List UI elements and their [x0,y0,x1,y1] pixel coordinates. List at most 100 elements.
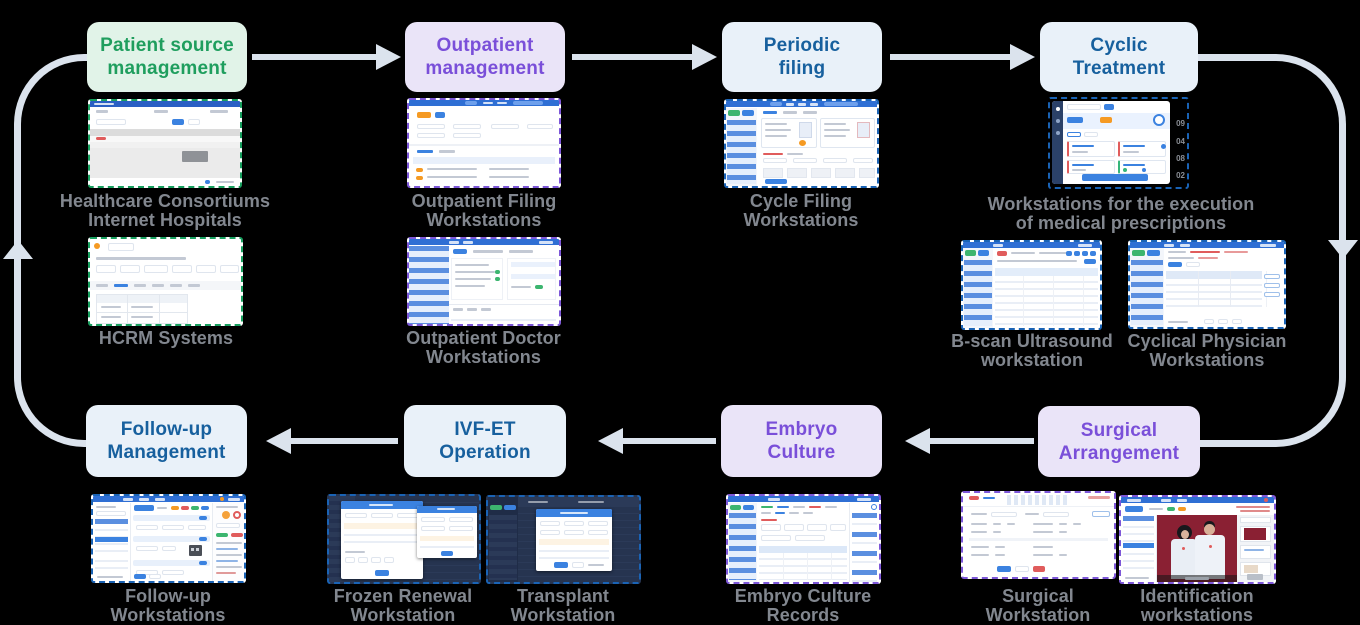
mini-sidebar [726,108,757,186]
mini-patient-list [93,503,131,581]
mini-dialog-secondary [417,506,477,558]
caption-hcrm-systems: HCRM Systems [98,328,234,348]
mini-main [757,108,877,186]
screenshot-outpatient-filing [407,98,561,188]
arrow-right-icon [1010,44,1035,70]
stage-title: Embryo Culture [765,419,838,463]
mini-main [757,503,849,582]
stage-box-ivf-et-operation: IVF-ET Operation [404,405,566,477]
caption-outpatient-doctor: Outpatient Doctor Workstations [406,328,561,367]
arrow-left-icon [598,428,623,454]
caption-cycle-filing: Cycle Filing Workstations [743,191,859,230]
screenshot-surgical [961,491,1116,579]
mini-titlebar [1130,242,1284,248]
arrow-shaft [290,438,398,444]
mini-dialog [536,509,612,571]
mini-dark-header [518,497,639,507]
caption-transplant: Transplant Workstation [510,586,616,625]
stage-title: Follow-up Management [107,419,226,463]
screenshot-transplant [486,495,641,584]
mini-person-woman-body [1171,539,1197,579]
stage-title: Surgical Arrangement [1058,419,1180,464]
mini-titlebar [93,496,244,502]
mini-photo-area [1157,515,1237,582]
screenshot-cyclical-physician [1128,240,1286,329]
stage-box-patient-source: Patient source management [87,22,247,92]
arrow-right-icon [376,44,401,70]
arrow-right-icon [692,44,717,70]
mini-toolbar [1121,504,1274,515]
arrow-shaft [622,438,716,444]
stage-box-surgical-arrangement: Surgical Arrangement [1038,406,1200,477]
caption-identification: Identification workstations [1140,586,1254,625]
mini-form-panel [131,503,212,581]
mini-main [449,246,559,324]
mini-titlebar [409,100,559,107]
mini-titlebar [963,242,1100,249]
mini-app-window [1052,101,1170,184]
screenshot-frozen-renewal [327,494,481,584]
mini-sidebar [963,248,993,328]
screenshot-outpatient-doctor [407,237,561,326]
mini-table [96,294,188,324]
mini-person-man-body [1195,535,1225,579]
screenshot-healthcare-consortiums [88,99,242,188]
loop-arrowhead-down-icon [1328,240,1358,259]
stage-box-embryo-culture: Embryo Culture [721,405,882,477]
arrow-shaft [572,54,694,60]
stage-title: Cyclic Treatment [1072,35,1166,79]
arrow-shaft [890,54,1012,60]
caption-frozen-renewal: Frozen Renewal Workstation [333,586,473,625]
stage-title: Periodic filing [763,35,841,79]
stage-title: IVF-ET Operation [439,419,531,463]
mini-dialog-primary [341,501,423,579]
mini-main [1164,248,1284,327]
mini-table-area [90,129,240,178]
screenshot-cycle-filing [724,99,879,188]
stage-box-cyclic-treatment: Cyclic Treatment [1040,22,1198,92]
mini-counter: 09 [1176,119,1185,128]
mini-titlebar [409,239,559,245]
mini-titlebar [728,496,879,503]
mini-record-list [1121,515,1157,582]
mini-counter: 04 [1176,137,1185,146]
caption-healthcare-consortiums: Healthcare Consortiums Internet Hospital… [59,191,271,230]
mini-capture-panel [1237,515,1274,582]
screenshot-prescription-execution: 09 04 08 02 [1048,97,1189,189]
mini-titlebar [90,101,240,107]
screenshot-follow-up [91,494,246,583]
mini-titlebar [1121,497,1274,503]
mini-titlebar [726,101,877,107]
stage-box-outpatient-management: Outpatient management [405,22,565,92]
screenshot-identification [1119,495,1276,584]
mini-sidebar [728,503,757,582]
mini-counter: 08 [1176,154,1185,163]
mini-menubar [90,107,240,116]
caption-bscan-ultrasound: B-scan Ultrasound workstation [951,331,1113,370]
screenshot-hcrm-systems [88,237,243,326]
mini-side-tables [849,503,879,582]
screenshot-embryo-records [726,494,881,584]
mini-header [963,493,1114,507]
mini-dark-sidebar [488,497,518,582]
caption-surgical: Surgical Workstation [985,586,1091,625]
mini-toolbar [90,116,240,129]
stage-box-follow-up-management: Follow-up Management [86,405,247,477]
caption-outpatient-filing: Outpatient Filing Workstations [411,191,557,230]
arrow-shaft [252,54,378,60]
stage-box-periodic-filing: Periodic filing [722,22,882,92]
mini-button-row [96,265,239,275]
caption-cyclical-physician: Cyclical Physician Workstations [1127,331,1287,370]
arrow-shaft [929,438,1034,444]
mini-counter: 02 [1176,171,1185,180]
arrow-left-icon [266,428,291,454]
stage-title: Outpatient management [425,35,545,79]
caption-prescription-execution: Workstations for the execution of medica… [987,194,1255,233]
loop-arrowhead-up-icon [3,240,33,259]
caption-embryo-records: Embryo Culture Records [734,586,872,625]
caption-follow-up: Follow-up Workstations [110,586,226,625]
screenshot-bscan-ultrasound [961,240,1102,330]
stage-title: Patient source management [100,35,234,79]
mini-summary-panel [212,503,244,581]
